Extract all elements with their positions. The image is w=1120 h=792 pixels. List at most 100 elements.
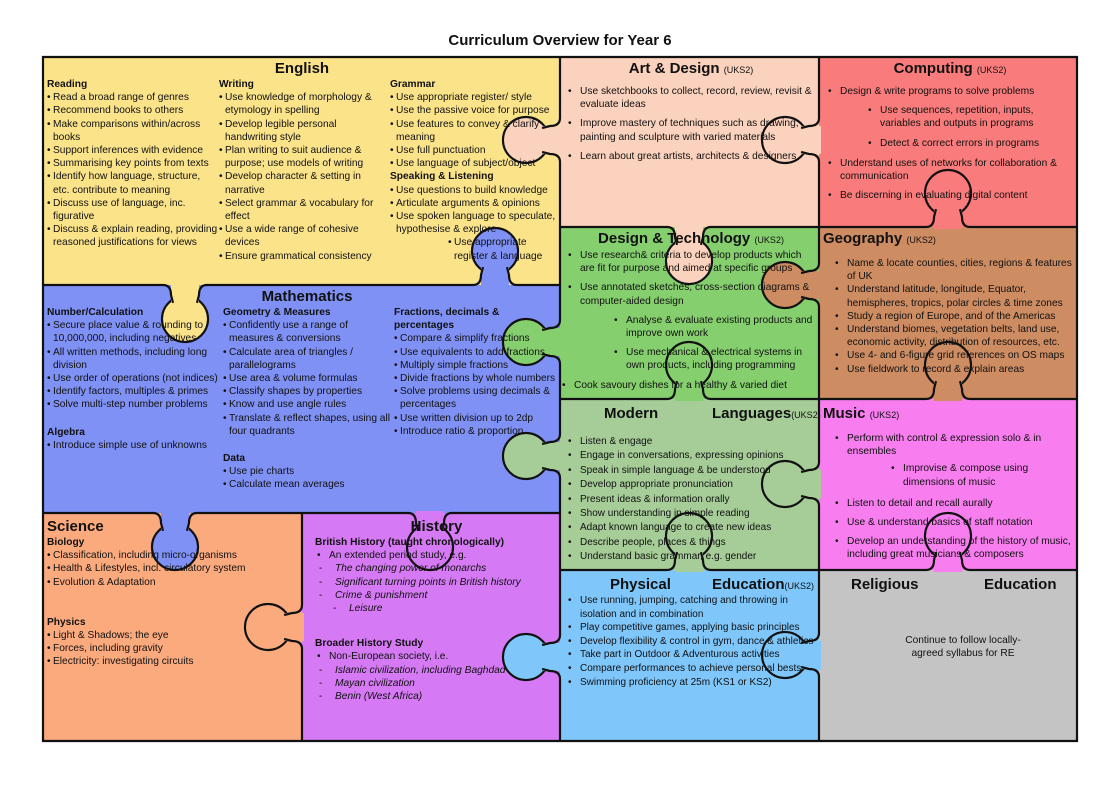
list-item: Study a region of Europe, and of the Ame… xyxy=(833,310,1075,323)
pe-tag: (UKS2) xyxy=(784,581,815,591)
science-heading: Science xyxy=(47,518,104,535)
list-item: Use area & volume formulas xyxy=(223,372,393,385)
list-item: Use annotated sketches, cross-section di… xyxy=(566,281,816,307)
dt-section: Design & Technology (UKS2) Use research&… xyxy=(562,230,816,392)
list-item: Present ideas & information orally xyxy=(566,493,816,508)
list-item: Design & write programs to solve problem… xyxy=(826,85,1074,98)
languages-tag: (UKS2) xyxy=(791,410,821,420)
list-item: Make comparisons within/across books xyxy=(47,118,219,144)
list-item: Listen & engage xyxy=(566,435,816,450)
british-lead: An extended period study, e.g. xyxy=(315,549,558,562)
list-item: Adapt known language to create new ideas xyxy=(566,521,816,536)
history-section: History British History (taught chronolo… xyxy=(315,518,558,703)
list-item: Identify how language, structure, etc. c… xyxy=(47,170,219,196)
pe-section: Physical Education(UKS2) Use running, ju… xyxy=(566,576,816,689)
english-reading: Reading Read a broad range of genresReco… xyxy=(47,78,219,250)
dt-heading: Design & Technology (UKS2) xyxy=(566,230,816,249)
speaking-list: Use questions to build knowledgeArticula… xyxy=(390,184,556,263)
english-heading: English xyxy=(274,60,330,77)
list-item: Use language of subject/object xyxy=(390,157,556,170)
writing-title: Writing xyxy=(219,79,254,90)
fractions-list: Compare & simplify fractionsUse equivale… xyxy=(394,332,556,438)
pe-heading: Physical Education(UKS2) xyxy=(566,576,816,594)
biology-title: Biology xyxy=(47,537,85,548)
list-item: Discuss use of language, inc. figurative xyxy=(47,197,219,223)
music-section: Music (UKS2) Perform with control & expr… xyxy=(823,405,1075,562)
grammar-title: Grammar xyxy=(390,79,436,90)
list-item: The changing power of monarchs xyxy=(315,562,558,575)
list-item: Develop legible personal handwriting sty… xyxy=(219,118,389,144)
maths-fractions: Fractions, decimals & percentages Compar… xyxy=(394,306,556,438)
broader-examples: Islamic civilization, including BaghdadM… xyxy=(315,664,558,704)
languages-section: Modern Languages(UKS2) Listen & engageEn… xyxy=(566,405,821,565)
languages-list: Listen & engageEngage in conversations, … xyxy=(566,435,816,565)
list-item: Take part in Outdoor & Adventurous activ… xyxy=(566,648,816,662)
list-item: Use written division up to 2dp xyxy=(394,412,556,425)
algebra-title: Algebra xyxy=(47,426,85,438)
pe-list: Use running, jumping, catching and throw… xyxy=(566,594,816,689)
list-item: Improvise & compose using dimensions of … xyxy=(889,462,1055,488)
languages-heading: Modern Languages(UKS2) xyxy=(566,405,821,423)
geography-list: Name & locate counties, cities, regions … xyxy=(833,257,1075,376)
list-item: Swimming proficiency at 25m (KS1 or KS2) xyxy=(566,676,816,690)
reading-title: Reading xyxy=(47,79,88,90)
list-item: Use pie charts xyxy=(223,465,393,478)
page-title: Curriculum Overview for Year 6 xyxy=(448,32,672,49)
list-item: Detect & correct errors in programs xyxy=(866,137,1074,150)
re-section: Religious Education Continue to follow l… xyxy=(823,576,1075,659)
list-item: Use research& criteria to develop produc… xyxy=(566,249,816,275)
pe-title-left: Physical xyxy=(610,576,671,593)
dt-title: Design & Technology xyxy=(598,230,751,247)
art-list: Use sketchbooks to collect, record, revi… xyxy=(566,85,816,163)
list-item: Use a wide range of cohesive devices xyxy=(219,223,389,249)
geography-section: Geography (UKS2) Name & locate counties,… xyxy=(823,230,1075,376)
list-item: Use knowledge of morphology & etymology … xyxy=(219,91,389,117)
physics-title: Physics xyxy=(47,616,86,628)
list-item: Introduce ratio & proportion xyxy=(394,425,556,438)
computing-list: Design & write programs to solve problem… xyxy=(826,85,1074,203)
number-list: Secure place value & rounding to 10,000,… xyxy=(47,319,219,412)
list-item: Use 4- and 6-figure grid references on O… xyxy=(833,349,1075,362)
computing-title: Computing xyxy=(893,60,973,77)
list-item: Use mechanical & electrical systems in o… xyxy=(612,346,816,372)
list-item: Know and use angle rules xyxy=(223,398,393,411)
list-item: Describe people, places & things xyxy=(566,536,816,551)
english-grammar: Grammar Use appropriate register/ styleU… xyxy=(390,78,556,263)
list-item: Use the passive voice for purpose xyxy=(390,104,556,117)
list-item: Recommend books to others xyxy=(47,104,219,117)
english-writing: Writing Use knowledge of morphology & et… xyxy=(219,78,389,263)
data-title: Data xyxy=(223,453,246,465)
number-title: Number/Calculation xyxy=(47,307,144,318)
list-item: Support inferences with evidence xyxy=(47,144,219,157)
list-item: Summarising key points from texts xyxy=(47,157,219,170)
geography-title: Geography xyxy=(823,230,903,247)
list-item: Analyse & evaluate existing products and… xyxy=(612,314,816,340)
list-item: Forces, including gravity xyxy=(47,642,299,655)
dt-tag: (UKS2) xyxy=(754,235,784,245)
list-item: Articulate arguments & opinions xyxy=(390,197,556,210)
list-item: Calculate area of triangles / parallelog… xyxy=(223,346,393,372)
computing-section: Computing (UKS2) Design & write programs… xyxy=(826,60,1074,203)
list-item: Solve problems using decimals & percenta… xyxy=(394,385,556,411)
list-item: Cook savoury dishes for a healthy & vari… xyxy=(560,379,816,392)
grammar-list: Use appropriate register/ styleUse the p… xyxy=(390,91,556,170)
list-item: Benin (West Africa) xyxy=(315,690,558,703)
list-item: Compare & simplify fractions xyxy=(394,332,556,345)
list-item: Understand basic grammar, e.g. gender xyxy=(566,550,816,565)
list-item: Secure place value & rounding to 10,000,… xyxy=(47,319,219,345)
list-item: Engage in conversations, expressing opin… xyxy=(566,449,816,464)
list-item: Use sequences, repetition, inputs, varia… xyxy=(866,104,1074,130)
british-list: An extended period study, e.g. xyxy=(315,549,558,562)
broader-list: Non-European society, i.e. xyxy=(315,650,558,663)
art-title: Art & Design xyxy=(628,60,720,77)
re-title-left: Religious xyxy=(851,576,919,593)
list-item: Light & Shadows; the eye xyxy=(47,629,299,642)
list-item: Translate & reflect shapes, using all fo… xyxy=(223,412,393,438)
geography-tag: (UKS2) xyxy=(906,235,936,245)
list-item: Use equivalents to add fractions xyxy=(394,346,556,359)
science-section: Science Biology Classification, includin… xyxy=(47,518,299,669)
list-item: Use appropriate register & language xyxy=(448,236,556,262)
british-examples: The changing power of monarchsSignifican… xyxy=(315,562,558,615)
list-item: Read a broad range of genres xyxy=(47,91,219,104)
list-item: Electricity: investigating circuits xyxy=(47,655,299,668)
